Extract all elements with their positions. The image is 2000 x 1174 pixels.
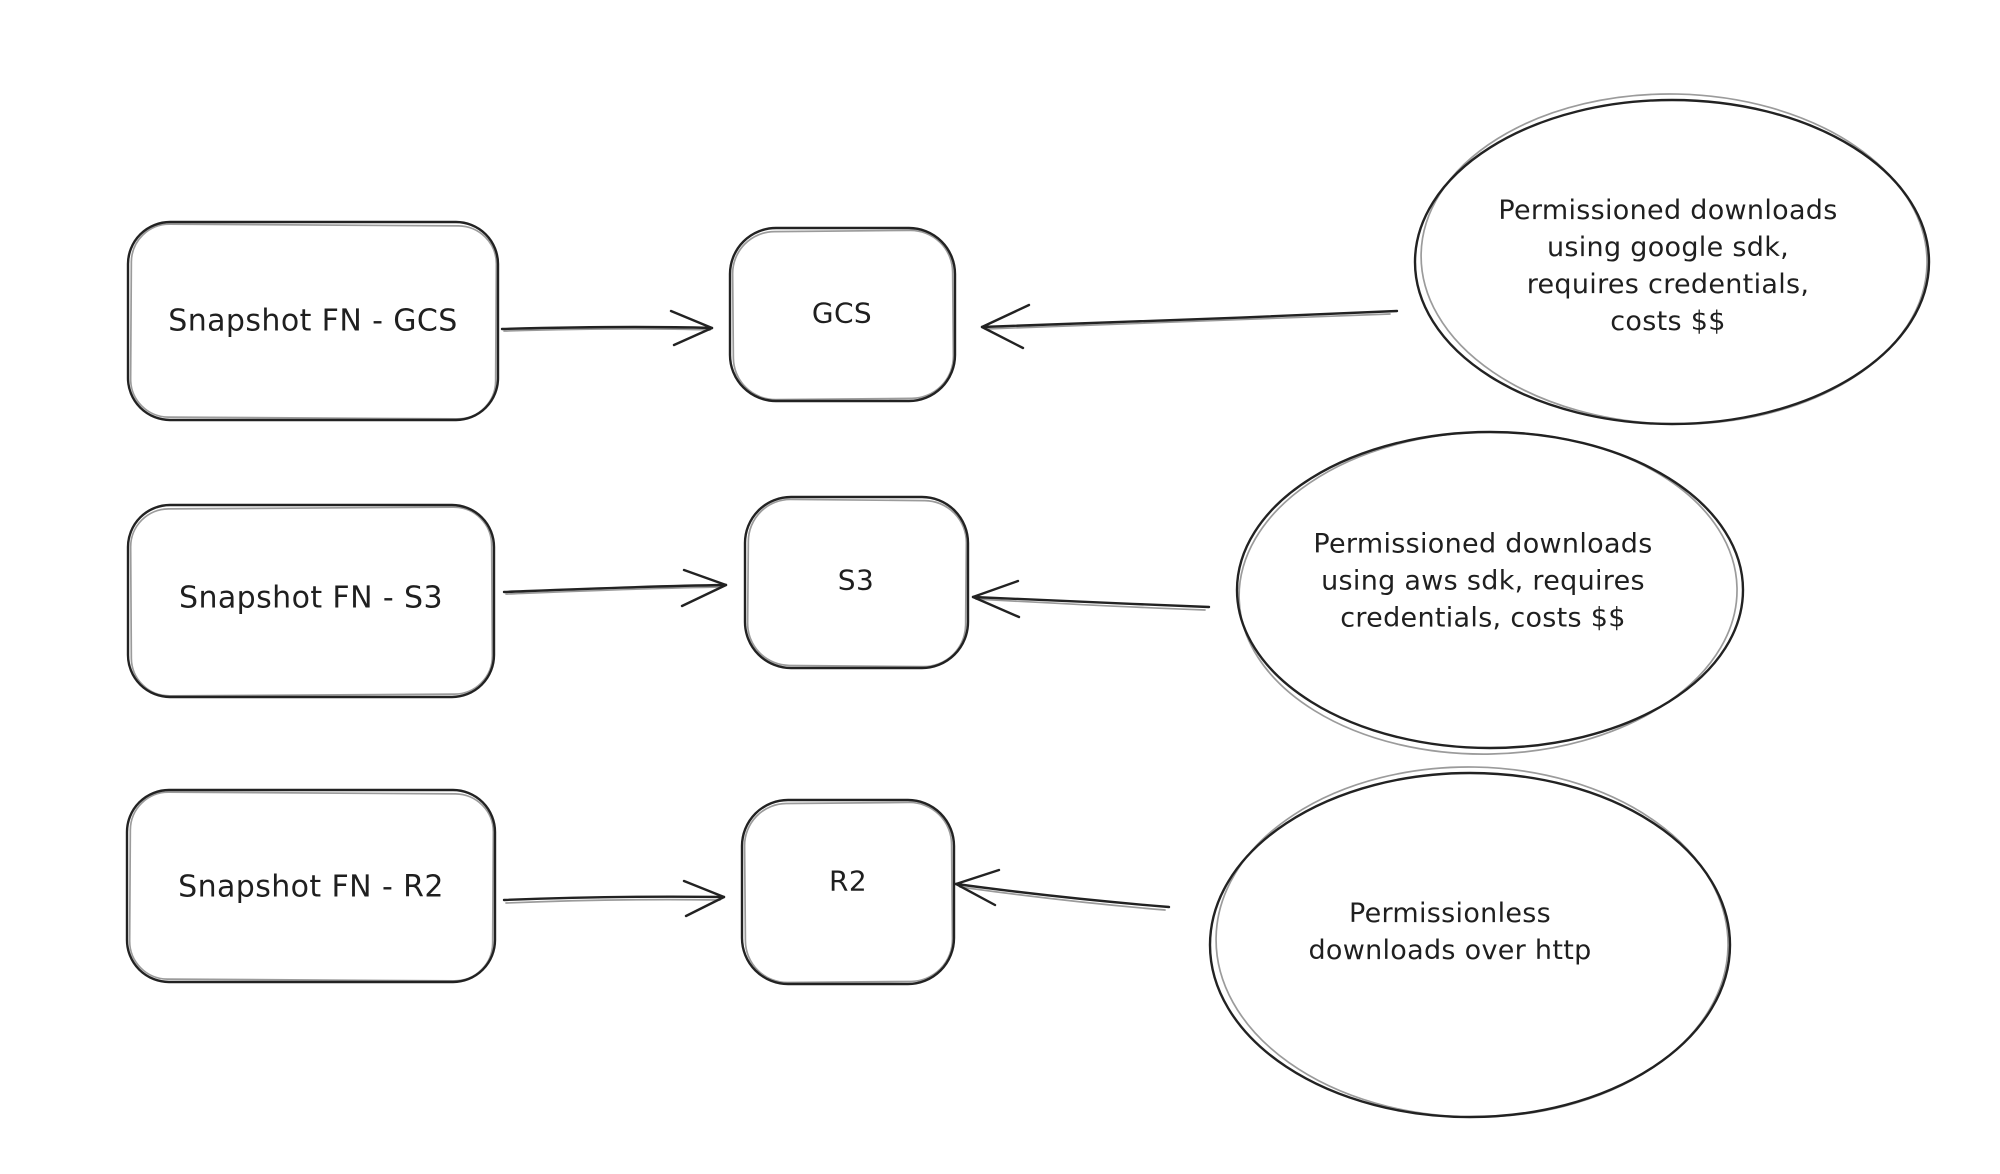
note-line: downloads over http bbox=[1308, 935, 1592, 966]
arrowhead-right bbox=[682, 879, 726, 918]
node-label-snapshot-fn-s3: Snapshot FN - S3 bbox=[179, 580, 443, 616]
note-text-r2: Permissionless downloads over http bbox=[1308, 895, 1591, 969]
node-label-snapshot-fn-r2: Snapshot FN - R2 bbox=[178, 869, 444, 905]
note-text-gcs: Permissioned downloads using google sdk,… bbox=[1498, 192, 1837, 340]
arrow-shaft-echo bbox=[984, 313, 1391, 330]
node-shape-gcs bbox=[728, 226, 957, 403]
arrowhead-left bbox=[980, 303, 1031, 350]
note-line: credentials, costs $$ bbox=[1340, 602, 1626, 634]
note-line: costs $$ bbox=[1610, 306, 1726, 337]
note-line: Permissionless bbox=[1348, 898, 1552, 929]
note-line: Permissioned downloads bbox=[1313, 528, 1653, 560]
note-shape-s3 bbox=[1235, 430, 1745, 755]
arrowhead-left bbox=[954, 868, 1001, 907]
note-text-s3: Permissioned downloads using aws sdk, re… bbox=[1313, 526, 1652, 637]
node-label-r2: R2 bbox=[828, 864, 868, 898]
node-shape-r2 bbox=[740, 798, 956, 986]
arrowhead-right bbox=[669, 309, 714, 347]
arrow-shaft bbox=[954, 882, 1171, 909]
arrow-note-gcs-to-gcs bbox=[980, 303, 1399, 350]
arrow-shaft bbox=[980, 309, 1399, 329]
node-label-snapshot-fn-gcs: Snapshot FN - GCS bbox=[168, 303, 458, 339]
note-line: requires credentials, bbox=[1526, 269, 1810, 300]
arrow-shaft-echo bbox=[505, 586, 723, 595]
arrow-shaft bbox=[500, 325, 714, 331]
arrow-snapshot-fn-gcs-to-gcs bbox=[500, 309, 714, 347]
arrow-shaft-echo bbox=[505, 898, 721, 904]
arrow-shaft bbox=[502, 583, 728, 594]
note-line: Permissioned downloads bbox=[1498, 195, 1838, 226]
node-label-gcs: GCS bbox=[811, 296, 873, 330]
arrowhead-right bbox=[680, 568, 728, 608]
arrow-note-r2-to-r2 bbox=[954, 868, 1171, 911]
node-shape-s3 bbox=[743, 495, 970, 670]
node-label-s3: S3 bbox=[837, 563, 875, 597]
node-shape-snapshot-fn-r2 bbox=[125, 788, 497, 984]
arrow-snapshot-fn-s3-to-s3 bbox=[502, 568, 728, 608]
arrow-shaft-echo bbox=[503, 328, 711, 332]
note-shape-r2 bbox=[1208, 766, 1732, 1119]
arrow-snapshot-fn-r2-to-r2 bbox=[502, 879, 726, 918]
note-shape-gcs bbox=[1413, 93, 1931, 426]
arrowhead-left bbox=[971, 579, 1021, 619]
node-shape-snapshot-fn-gcs bbox=[126, 220, 500, 422]
arrow-note-s3-to-s3 bbox=[971, 579, 1211, 619]
arrow-shaft-echo bbox=[959, 886, 1166, 911]
note-line: using google sdk, bbox=[1546, 232, 1790, 263]
arrow-shaft bbox=[502, 895, 726, 902]
arrow-shaft bbox=[971, 595, 1211, 609]
node-shape-snapshot-fn-s3 bbox=[126, 503, 496, 699]
arrow-shaft-echo bbox=[975, 598, 1206, 611]
note-line: using aws sdk, requires bbox=[1321, 565, 1645, 597]
